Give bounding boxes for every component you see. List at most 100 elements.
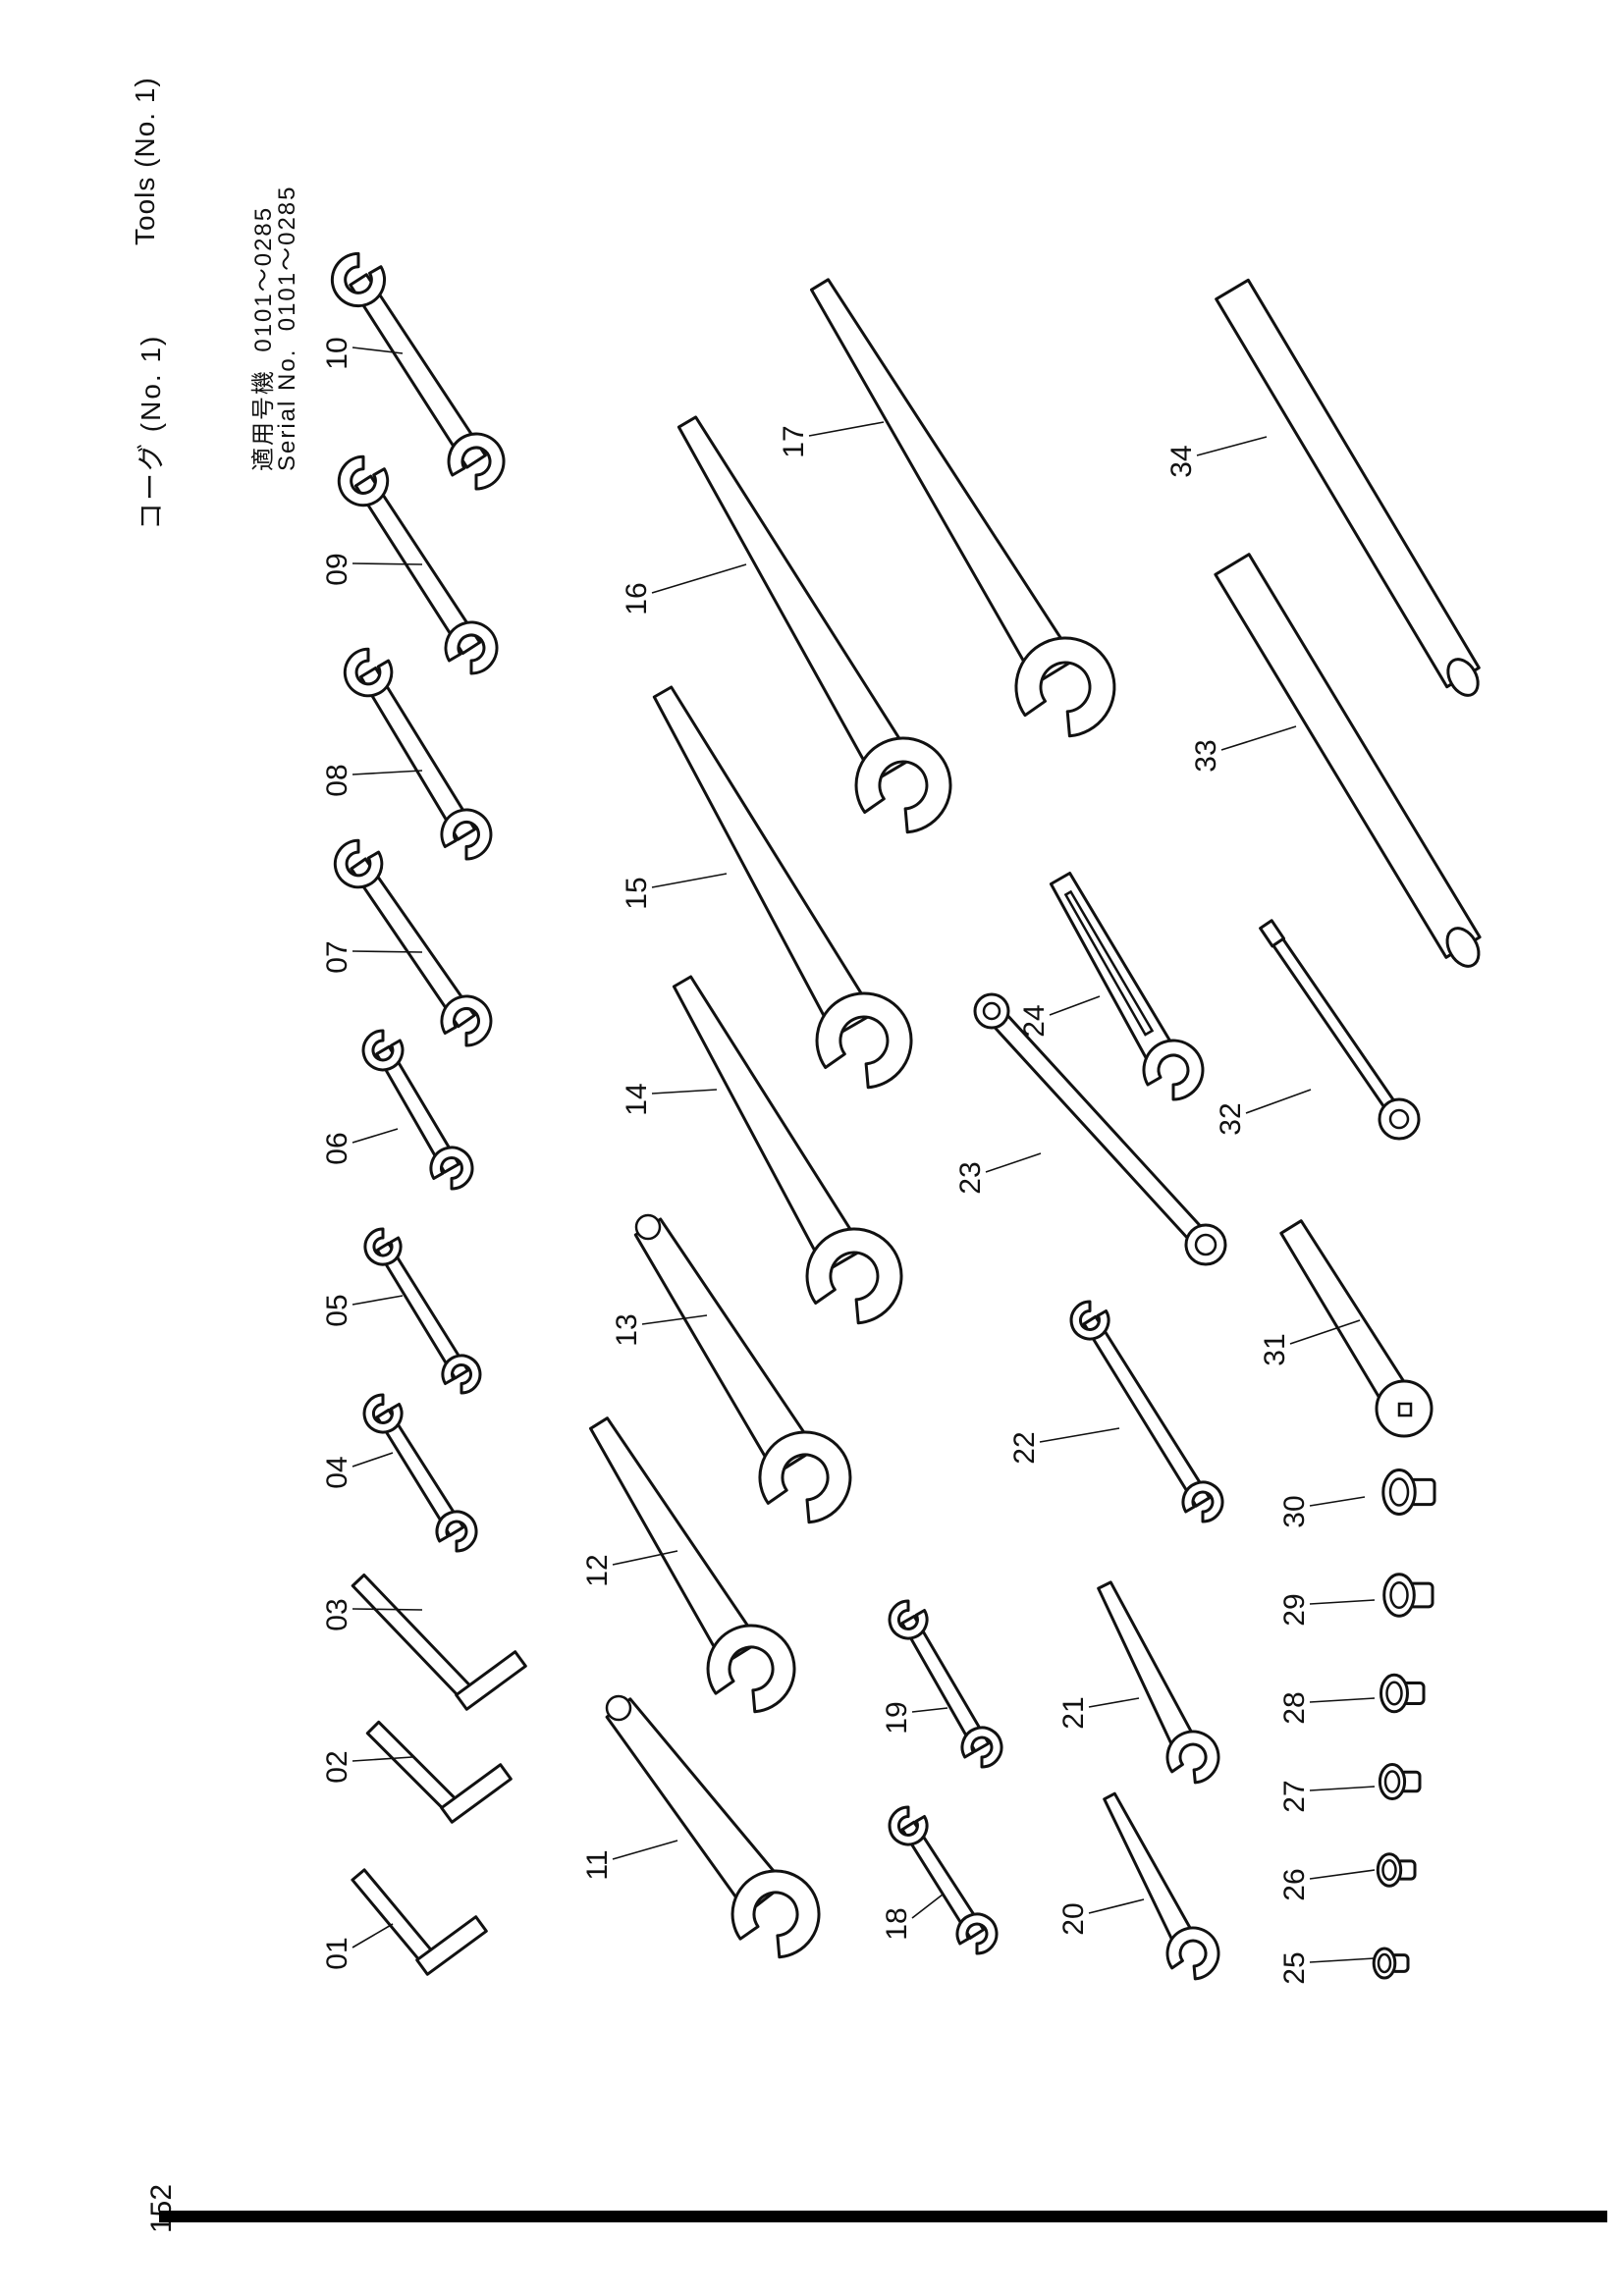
part-label-11: 11 [581,1840,678,1881]
part-label-16: 16 [621,563,747,615]
part-23-ring-wrench [973,992,1227,1266]
part-10-double-open-wrench [330,251,506,491]
part-08-double-open-wrench [343,647,493,861]
part-label-32: 32 [1215,1089,1312,1136]
part-34-pipe [1215,278,1481,697]
svg-text:32: 32 [1215,1102,1247,1135]
part-30-socket [1381,1468,1436,1516]
part-label-24: 24 [1018,995,1101,1038]
part-label-01: 01 [321,1923,394,1970]
part-12-single-open-wrench [589,1416,796,1714]
part-11-single-open-wrench [605,1694,821,1959]
part-label-18: 18 [881,1894,944,1941]
svg-text:27: 27 [1278,1780,1311,1812]
part-18-double-open-wrench [888,1805,999,1955]
part-label-02: 02 [321,1750,413,1784]
part-17-single-open-wrench [810,278,1116,738]
part-label-34: 34 [1165,436,1268,478]
part-16-single-open-wrench [676,415,952,834]
svg-text:33: 33 [1190,739,1222,772]
part-label-13: 13 [611,1313,708,1347]
svg-text:21: 21 [1057,1696,1090,1729]
part-07-double-open-wrench [333,838,493,1047]
svg-text:24: 24 [1018,1004,1051,1037]
part-20-single-open-wrench [1103,1791,1220,1981]
part-28-socket [1380,1673,1426,1714]
svg-text:20: 20 [1057,1902,1090,1935]
svg-text:17: 17 [778,425,810,457]
part-14-single-open-wrench [672,975,903,1325]
svg-text:09: 09 [321,553,353,585]
part-01-hex-key [351,1868,488,1976]
svg-text:10: 10 [321,337,353,369]
svg-text:25: 25 [1278,1951,1311,1984]
svg-text:12: 12 [581,1554,614,1586]
part-21-single-open-wrench [1097,1580,1220,1785]
part-22-double-open-wrench [1069,1300,1224,1523]
part-label-14: 14 [621,1083,718,1116]
svg-text:29: 29 [1278,1593,1311,1626]
bottom-rule [159,2211,1607,2222]
part-06-double-open-wrench [361,1029,474,1191]
part-25-socket [1372,1947,1410,1980]
part-29-socket [1382,1573,1434,1618]
svg-text:30: 30 [1278,1495,1311,1527]
part-label-17: 17 [778,421,885,458]
svg-text:18: 18 [881,1907,913,1940]
svg-text:05: 05 [321,1294,353,1326]
part-33-pipe [1214,553,1482,968]
part-05-double-open-wrench [363,1227,482,1395]
svg-text:11: 11 [581,1849,614,1880]
svg-text:28: 28 [1278,1691,1311,1724]
part-label-07: 07 [321,940,423,974]
part-label-29: 29 [1278,1593,1376,1627]
svg-text:08: 08 [321,764,353,796]
part-label-28: 28 [1278,1691,1376,1725]
svg-text:16: 16 [621,582,653,614]
part-26-socket [1376,1852,1417,1888]
svg-text:07: 07 [321,940,353,973]
part-13-single-open-wrench [633,1213,852,1524]
svg-text:04: 04 [321,1456,353,1488]
part-02-hex-key [365,1720,513,1824]
part-label-09: 09 [321,553,423,586]
part-label-31: 31 [1259,1319,1361,1366]
part-label-25: 25 [1278,1951,1376,1985]
part-19-double-open-wrench [888,1599,1003,1769]
part-15-single-open-wrench [652,685,913,1090]
part-label-30: 30 [1278,1495,1366,1528]
svg-text:26: 26 [1278,1868,1311,1900]
part-label-27: 27 [1278,1780,1376,1813]
svg-text:31: 31 [1259,1333,1291,1365]
part-24-adjustable-wrench [1049,872,1205,1101]
svg-text:02: 02 [321,1750,353,1783]
svg-text:13: 13 [611,1313,643,1346]
svg-text:01: 01 [321,1937,353,1969]
part-label-15: 15 [621,873,728,910]
part-label-26: 26 [1278,1868,1376,1901]
part-label-22: 22 [1008,1427,1120,1465]
part-label-21: 21 [1057,1696,1140,1730]
part-label-19: 19 [881,1701,948,1735]
part-31-ratchet-handle [1279,1219,1434,1438]
part-label-23: 23 [954,1152,1042,1195]
part-label-33: 33 [1190,725,1297,773]
svg-text:22: 22 [1008,1431,1041,1464]
part-04-double-open-wrench [362,1393,478,1553]
svg-text:14: 14 [621,1083,653,1115]
part-label-10: 10 [321,337,404,370]
svg-text:34: 34 [1165,445,1198,477]
part-27-socket [1378,1763,1422,1800]
part-03-hex-key [351,1574,527,1711]
part-label-04: 04 [321,1452,394,1489]
svg-text:15: 15 [621,877,653,909]
part-label-06: 06 [321,1128,399,1165]
svg-text:03: 03 [321,1598,353,1630]
svg-text:19: 19 [881,1701,913,1734]
part-32-extension-bar [1259,919,1421,1141]
part-label-12: 12 [581,1550,678,1587]
part-label-03: 03 [321,1598,423,1631]
part-label-05: 05 [321,1294,404,1327]
svg-text:06: 06 [321,1132,353,1164]
